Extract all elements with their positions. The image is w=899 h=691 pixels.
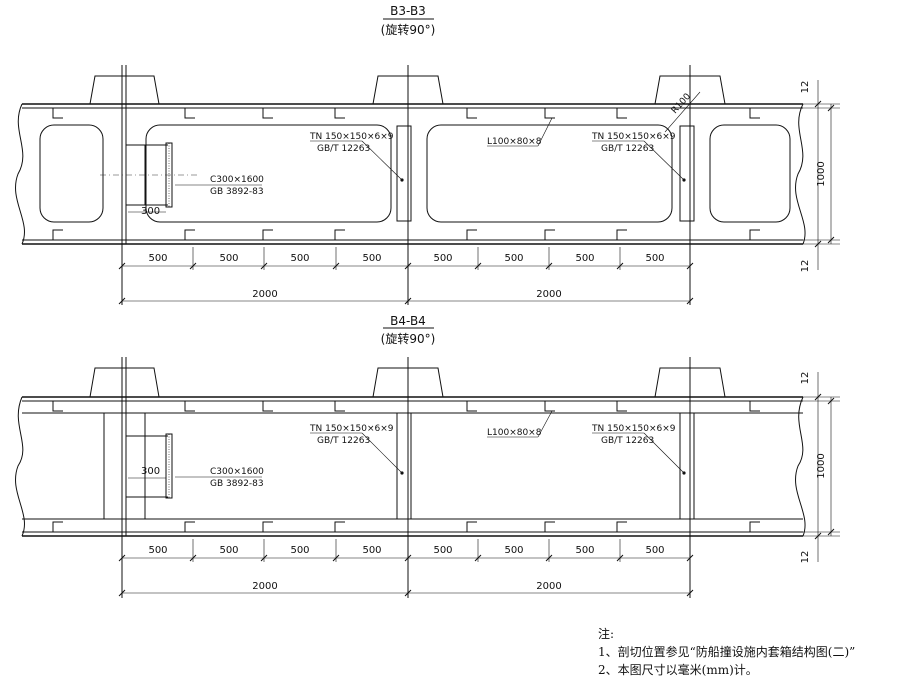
section-b4: B4-B4 (旋转90°) [15,314,840,598]
offset-dimension: 300 [141,466,160,477]
spacing-value: 500 [504,545,523,556]
spacing-value: 500 [148,253,167,264]
break-line-right [795,396,806,537]
angle-markers-top [52,108,760,119]
channel-label: C300×1600 [210,467,264,477]
section-b3-subtitle: (旋转90°) [381,22,436,37]
height-dimension [803,80,840,270]
spacing-value: 500 [645,253,664,264]
tee-left-std-label: GB/T 12263 [317,144,370,154]
total-value: 2000 [536,581,561,592]
tee-left-label: TN 150×150×6×9 [309,424,394,434]
plate-thickness-bottom: 12 [800,260,811,273]
web-cutout [145,124,392,223]
channel-label: C300×1600 [210,175,264,185]
break-line-right [795,103,806,245]
spacing-value: 500 [362,253,381,264]
tee-right-std-label: GB/T 12263 [601,144,654,154]
tee-right-std-label: GB/T 12263 [601,436,654,446]
web-cutout [426,124,673,223]
spacing-value: 500 [433,545,452,556]
spacing-value: 500 [575,545,594,556]
channel-bracket [100,142,200,208]
web-cutout [709,124,791,223]
plate-thickness-top: 12 [800,372,811,385]
channel-std-label: GB 3892-83 [210,187,264,197]
spacing-dimension [118,247,694,270]
spacing-value: 500 [219,253,238,264]
spacing-value: 500 [219,545,238,556]
break-line-left [15,103,25,245]
spacing-value: 500 [645,545,664,556]
angle-markers-bottom [52,229,760,240]
spacing-value: 500 [290,545,309,556]
tee-left-std-label: GB/T 12263 [317,436,370,446]
height-dimension [803,372,840,562]
plate-thickness-bottom: 12 [800,551,811,564]
spacing-dimension [118,539,694,562]
angle-label: L100×80×8 [487,428,542,438]
spacing-value: 500 [148,545,167,556]
break-line-left [15,396,25,537]
section-b4-title: B4-B4 [390,314,426,328]
height-value: 1000 [816,161,827,186]
tee-left-label: TN 150×150×6×9 [309,132,394,142]
plate-thickness-top: 12 [800,81,811,94]
height-value: 1000 [816,453,827,478]
web-cutout [39,124,104,223]
total-value: 2000 [252,581,277,592]
tee-stiffener [679,125,695,222]
total-dimension [118,297,694,305]
notes-heading: 注: [598,627,615,641]
note-item: 1、剖切位置参见“防船撞设施内套箱结构图(二)” [598,645,856,659]
note-item: 2、本图尺寸以毫米(mm)计。 [598,663,758,677]
tee-stiffener [396,125,412,222]
total-dimension [118,589,694,597]
section-b3: B3-B3 (旋转90°) [15,4,840,305]
tee-right-label: TN 150×150×6×9 [591,132,676,142]
angle-markers-top [52,401,760,412]
spacing-value: 500 [504,253,523,264]
spacing-value: 500 [290,253,309,264]
offset-dimension: 300 [141,206,160,217]
tee-right-label: TN 150×150×6×9 [591,424,676,434]
channel-bracket [126,433,173,499]
spacing-value: 500 [433,253,452,264]
section-b3-title: B3-B3 [390,4,426,18]
channel-std-label: GB 3892-83 [210,479,264,489]
total-value: 2000 [252,289,277,300]
notes-block: 注: 1、剖切位置参见“防船撞设施内套箱结构图(二)” 2、本图尺寸以毫米(mm… [598,625,855,679]
spacing-value: 500 [575,253,594,264]
spacing-value: 500 [362,545,381,556]
angle-markers-bottom [52,521,760,532]
bollard [89,75,160,105]
total-value: 2000 [536,289,561,300]
bollard [89,367,160,398]
section-b4-subtitle: (旋转90°) [381,331,436,346]
angle-label: L100×80×8 [487,137,542,147]
